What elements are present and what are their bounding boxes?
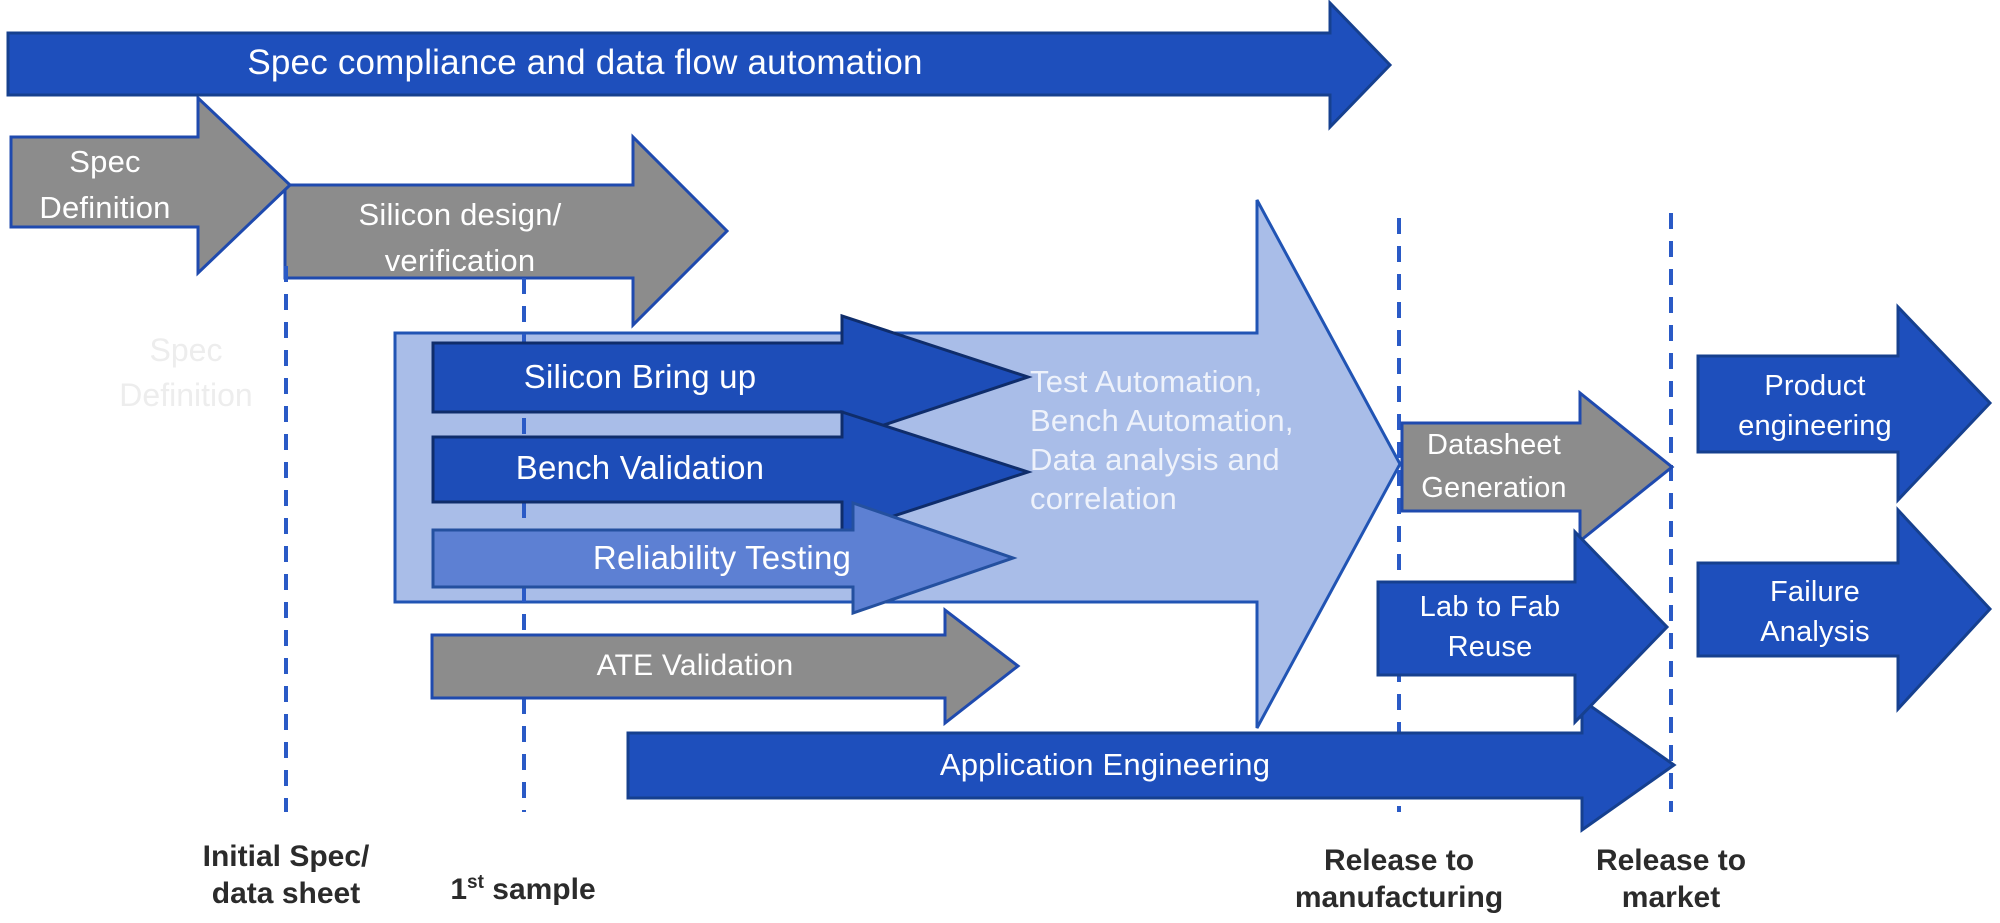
milestone-first-sample-number: 1 — [450, 873, 468, 906]
spec-definition-arrow — [9, 94, 293, 277]
milestone-first-sample-ordinal: st — [467, 872, 484, 893]
product-engineering-arrow — [1696, 303, 1993, 504]
milestone-label-release-market: Release to market — [1595, 844, 1747, 914]
failure-analysis-label: Failure Analysis — [1760, 576, 1870, 648]
bench-validation-label: Bench Validation — [515, 449, 765, 486]
reliability-testing-label: Reliability Testing — [592, 539, 852, 576]
silicon-bring-up-label: Silicon Bring up — [523, 358, 757, 395]
datasheet-generation-arrow — [1400, 389, 1675, 545]
milestone-line-initial-spec — [284, 266, 288, 812]
milestone-label-first-sample: 1st sample arrival — [450, 834, 595, 923]
failure-analysis-arrow — [1696, 506, 1993, 713]
application-engineering-label: Application Engineering — [939, 747, 1271, 782]
automation-note: Test Automation, Bench Automation, Data … — [1030, 362, 1294, 518]
silicon-bring-up-arrow — [431, 313, 1033, 442]
bench-validation-arrow — [431, 409, 1033, 536]
silicon-design-label: Silicon design/ verification — [358, 197, 562, 278]
spec-compliance-banner-arrow — [6, 0, 1393, 131]
milestone-first-sample-line1: 1st sample — [450, 871, 595, 908]
automation-note-line: Data analysis and — [1030, 442, 1280, 477]
product-engineering-label: Product engineering — [1738, 370, 1892, 442]
automation-note-line: Test Automation, — [1030, 364, 1263, 399]
milestone-label-release-manufacturing: Release to manufacturing — [1294, 844, 1504, 914]
automation-note-line: correlation — [1030, 481, 1177, 516]
datasheet-generation-label: Datasheet Generation — [1421, 429, 1567, 504]
milestone-line-release-market — [1669, 213, 1673, 812]
ate-validation-label: ATE Validation — [596, 649, 794, 682]
spec-definition-label: Spec Definition — [39, 144, 171, 225]
reliability-testing-arrow — [431, 500, 1018, 616]
ghost-spec-definition-text: Spec Definition — [119, 332, 253, 413]
milestone-label-initial-spec: Initial Spec/ data sheet — [202, 840, 370, 910]
lab-to-fab-reuse-arrow — [1376, 528, 1670, 726]
milestone-line-release-manufacturing — [1397, 218, 1401, 812]
application-engineering-arrow — [626, 697, 1677, 833]
silicon-design-arrow — [283, 133, 730, 329]
spec-compliance-banner-label: Spec compliance and data flow automation — [247, 43, 923, 82]
automation-note-line: Bench Automation, — [1030, 403, 1294, 438]
lab-to-fab-reuse-label: Lab to Fab Reuse — [1419, 591, 1561, 663]
ate-validation-arrow — [430, 606, 1021, 727]
milestone-first-sample-rest: sample — [483, 873, 596, 906]
